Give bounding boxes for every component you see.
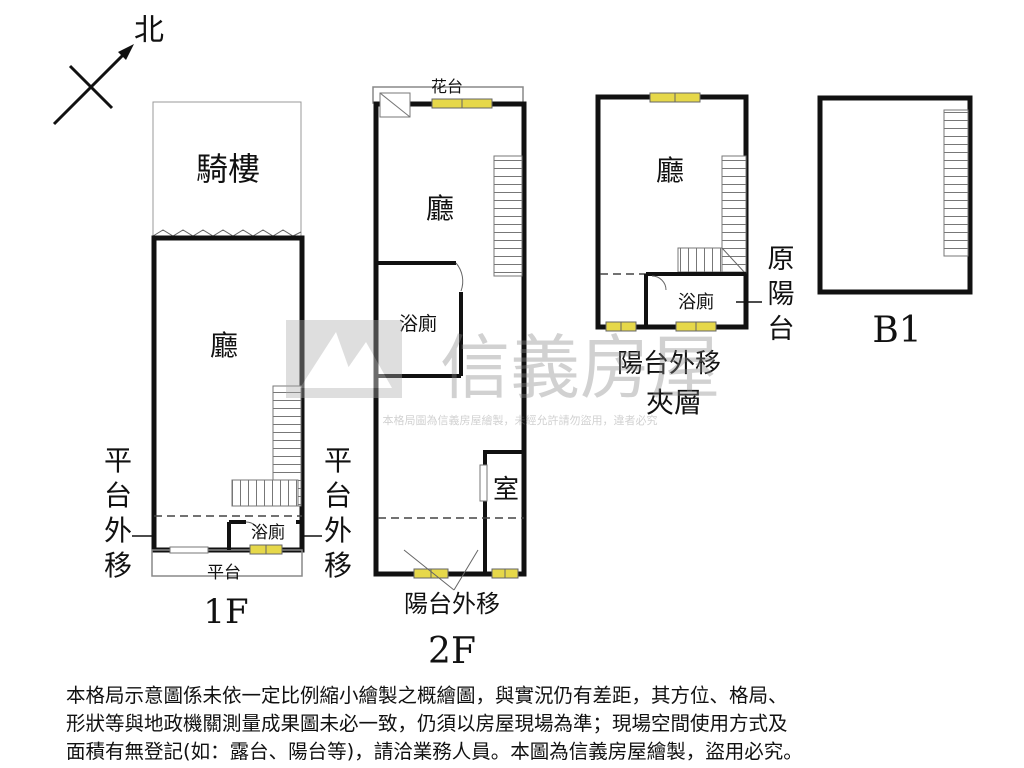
disclaimer: 本格局示意圖係未依一定比例縮小繪製之概繪圖，與實況仍有差距，其方位、格局、 形狀…: [66, 682, 966, 766]
b1-staircase-icon: [943, 109, 969, 257]
mezz-staircase-icon: [721, 155, 747, 273]
svg-text:原: 原: [768, 244, 795, 275]
1f-bath-label: 浴廁: [251, 522, 285, 543]
floor-plan-2f: [372, 86, 527, 591]
2f-hall-label: 廳: [426, 192, 454, 225]
1f-right-note: 平 台 外 移: [324, 444, 352, 582]
svg-text:外: 外: [324, 514, 352, 547]
2f-staircase-icon: [493, 155, 523, 277]
floor-plan-1f: [151, 101, 305, 577]
b1-outer-wall: [817, 95, 973, 295]
floor-plan-mezzanine: [595, 92, 749, 332]
svg-text:台: 台: [324, 479, 352, 512]
svg-text:外: 外: [104, 514, 132, 547]
1f-platform-label: 平台: [207, 563, 241, 583]
folding-door-icon: [152, 229, 302, 237]
brand-watermark: 信義房屋 本格局圖為信義房屋繪製，未經允許請勿盜用，違者必究: [286, 320, 720, 427]
mezz-hall-label: 廳: [656, 154, 684, 187]
svg-text:平: 平: [104, 444, 132, 477]
2f-caption: 2F: [428, 631, 476, 672]
1f-left-note: 平 台 外 移: [104, 444, 132, 582]
2f-planter-label: 花台: [431, 77, 463, 96]
compass-label: 北: [134, 13, 164, 48]
disclaimer-line: 面積有無登記(如：露台、陽台等)，請洽業務人員。本圖為信義房屋繪製，盜用必究。: [66, 740, 803, 763]
2f-bath-label: 浴廁: [399, 312, 437, 335]
mezz-orig-balcony-note: 原 陽 台: [768, 244, 795, 345]
svg-text:台: 台: [104, 479, 132, 512]
b1-caption: B1: [872, 310, 921, 351]
disclaimer-line: 形狀等與地政機關測量成果圖未必一致，仍須以房屋現場為準；現場空間使用方式及: [66, 712, 788, 735]
svg-text:陽: 陽: [768, 279, 795, 310]
1f-hall-label: 廳: [210, 329, 238, 362]
1f-door-icon: [169, 546, 209, 554]
svg-text:平: 平: [324, 444, 352, 477]
2f-balcony-note: 陽台外移: [404, 590, 500, 618]
disclaimer-line: 本格局示意圖係未依一定比例縮小繪製之概繪圖，與實況仍有差距，其方位、格局、: [66, 684, 788, 707]
arcade-area: [152, 101, 302, 237]
watermark-notice: 本格局圖為信義房屋繪製，未經允許請勿盜用，違者必究: [383, 413, 658, 427]
north-arrow-icon: [52, 44, 134, 126]
floor-plan-b1: [817, 95, 973, 295]
mezz-caption: 夾層: [646, 386, 702, 419]
1f-caption: 1F: [203, 592, 248, 632]
mezz-bath-label: 浴廁: [678, 291, 714, 313]
svg-text:移: 移: [324, 549, 352, 582]
mezz-balcony-note: 陽台外移: [617, 349, 721, 379]
svg-text:台: 台: [768, 314, 795, 345]
svg-text:移: 移: [104, 549, 132, 582]
1f-arcade-label: 騎樓: [196, 150, 260, 188]
2f-room-label: 室: [493, 475, 519, 505]
watermark-brand: 信義房屋: [440, 327, 720, 409]
brand-logo-icon: [286, 320, 402, 398]
